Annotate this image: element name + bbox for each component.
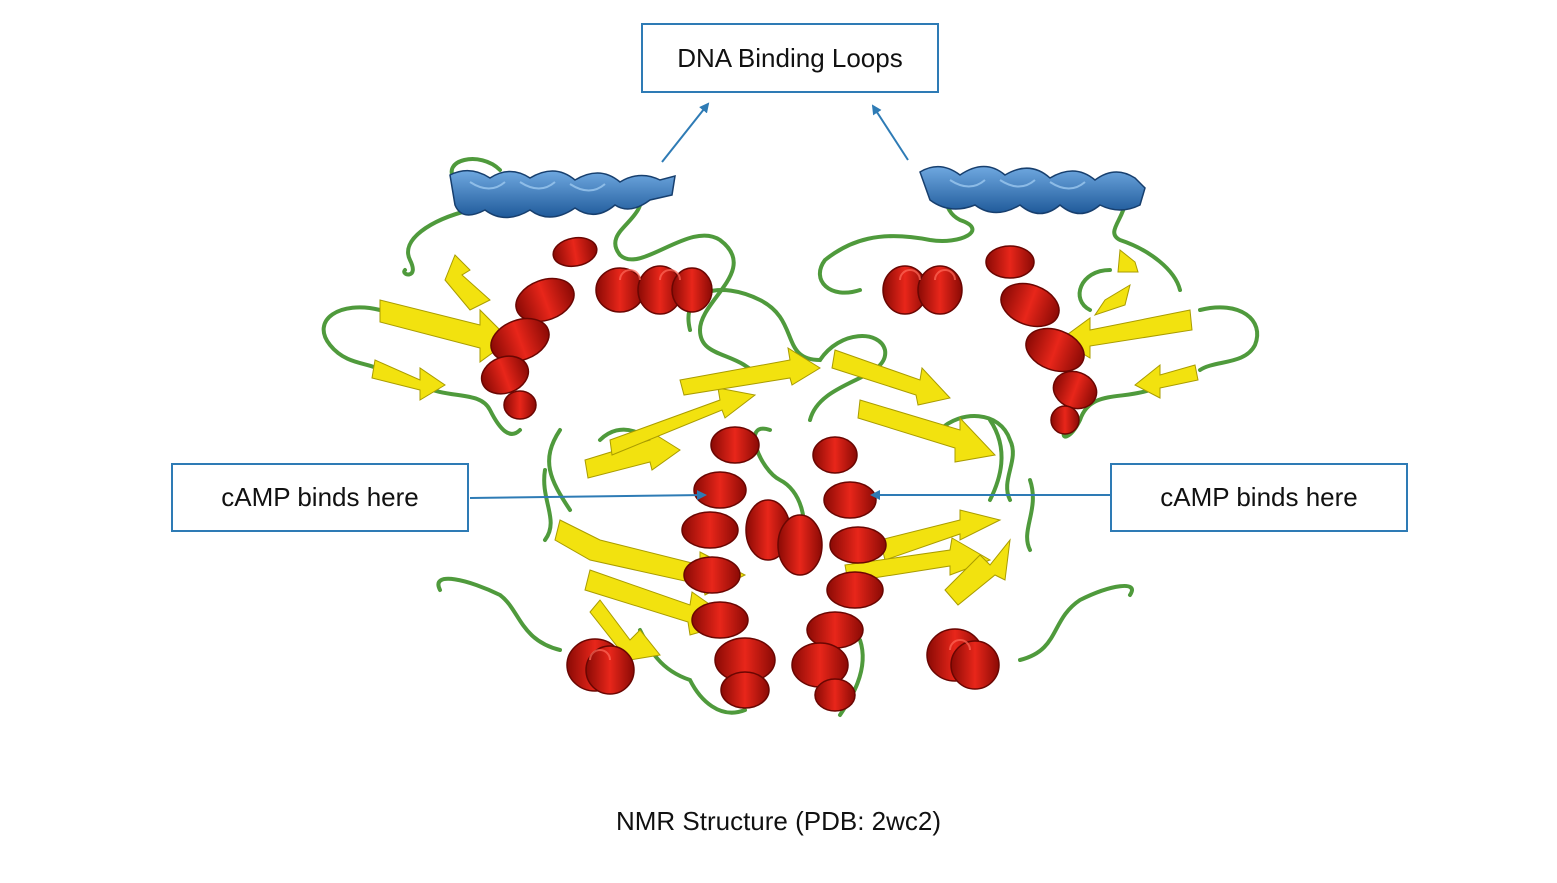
alpha-helices [480, 236, 1098, 712]
camp-binding-label-right: cAMP binds here [1110, 463, 1408, 532]
beta-sheets [371, 249, 1199, 661]
dna-helix-stripes [469, 179, 1086, 192]
loop-coils [321, 157, 1260, 717]
dna-binding-helices [449, 165, 1146, 219]
camp-binding-text-right: cAMP binds here [1160, 482, 1358, 512]
figure-caption: NMR Structure (PDB: 2wc2) [615, 806, 942, 836]
arrow-dna-right [871, 104, 909, 161]
helix-highlights [589, 269, 971, 661]
camp-binding-label-left: cAMP binds here [171, 463, 469, 532]
camp-binding-text-left: cAMP binds here [221, 482, 419, 512]
dna-binding-loops-label: DNA Binding Loops [641, 23, 939, 93]
annotation-arrows [469, 102, 1110, 501]
arrow-camp-left [469, 490, 707, 501]
arrow-dna-left [661, 102, 710, 163]
dna-binding-loops-text: DNA Binding Loops [677, 42, 903, 73]
